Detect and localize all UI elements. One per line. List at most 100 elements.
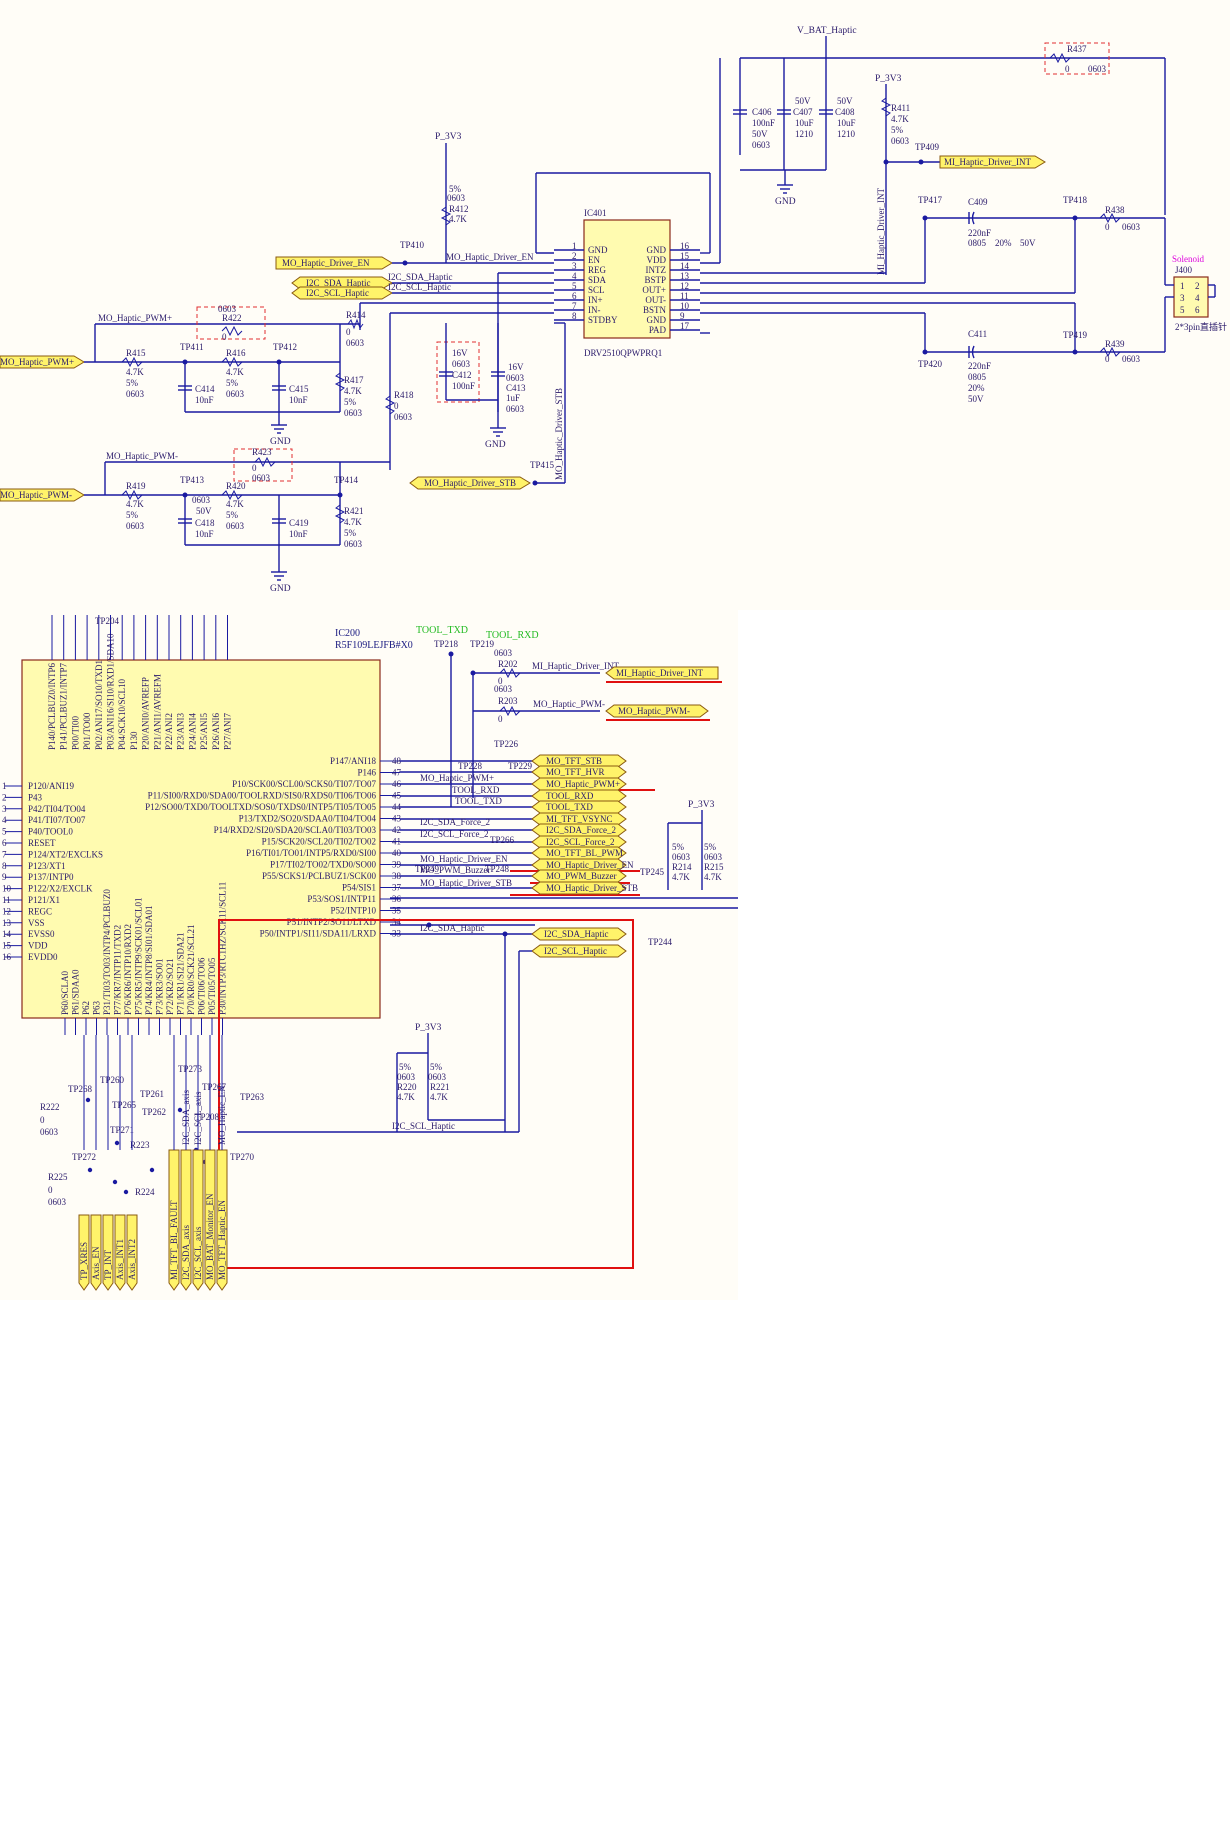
ic200-pin-name: P72/KR2/SO21 <box>165 958 175 1015</box>
ic200-pin-name: P123/XT1 <box>28 861 66 871</box>
svg-text:0603: 0603 <box>506 404 525 414</box>
port-mi-haptic-int-mid[interactable]: MI_Haptic_Driver_INT <box>605 666 719 680</box>
ic200-pin-name: P00/TI00 <box>70 715 80 750</box>
port-i2c-scl-force-2[interactable]: I2C_SCL_Force_2 <box>531 835 627 849</box>
svg-text:MI_Haptic_Driver_INT: MI_Haptic_Driver_INT <box>876 188 886 275</box>
port-mo-pwm-buzzer[interactable]: MO_PWM_Buzzer <box>531 869 627 883</box>
svg-text:0603: 0603 <box>344 539 363 549</box>
ic200-pin-name: P15/SCK20/SCL20/TI02/TO02 <box>262 837 376 847</box>
ic200-pin-num: 5 <box>2 827 7 837</box>
svg-text:TOOL_TXD: TOOL_TXD <box>546 802 593 812</box>
svg-text:0603: 0603 <box>494 648 513 658</box>
port-mi-tft-vsync[interactable]: MI_TFT_VSYNC <box>531 812 627 826</box>
mcu-right-ports[interactable]: MO_TFT_STBMO_TFT_HVRMO_Haptic_PWM+TOOL_R… <box>531 754 638 895</box>
port-mo-haptic-en-top[interactable]: MO_Haptic_Driver_EN <box>275 256 393 270</box>
svg-text:MO_Haptic_Driver_EN: MO_Haptic_Driver_EN <box>282 258 370 268</box>
ic401-pin-name: BSTN <box>643 305 667 315</box>
port-mo-bat-monitor-en[interactable]: MO_BAT_Monitor_EN <box>204 1149 216 1291</box>
ic200-pin-name: P30/INTP3/RTC1HZ/SCK11/SCL11 <box>218 882 228 1015</box>
port-mo-pwm-plus-left[interactable]: MO_Haptic_PWM+ <box>0 355 85 369</box>
ic200-pin-name: P14/RXD2/SI20/SDA20/SCLA0/TI03/TO03 <box>214 825 377 835</box>
svg-text:2: 2 <box>1195 281 1200 291</box>
ic401-ref: IC401 <box>584 208 607 218</box>
port-i2c-scl-axis[interactable]: I2C_SCL_axis <box>192 1149 204 1291</box>
ic200-pin-name: P73/KR3/SO01 <box>155 958 165 1015</box>
port-mo-tft-bl-pwm[interactable]: MO_TFT_BL_PWM <box>531 846 627 860</box>
ic200-pin-name: P25/ANI5 <box>199 712 209 750</box>
resistor-r222: R222 0 0603 <box>40 1102 60 1137</box>
svg-text:Axis_INT1: Axis_INT1 <box>115 1239 125 1280</box>
ic200-pin-name: P23/ANI3 <box>176 712 186 750</box>
port-tool-txd[interactable]: TOOL_TXD <box>531 800 627 814</box>
svg-text:R411: R411 <box>891 103 910 113</box>
ic401-pin-num: 13 <box>680 271 690 281</box>
resistor-r203: 0603 R203 0 <box>494 684 521 724</box>
ic200-pin-num: 9 <box>2 872 7 882</box>
port-axis-int1[interactable]: Axis_INT1 <box>114 1214 126 1291</box>
port-i2c-scl-haptic-mid[interactable]: I2C_SCL_Haptic <box>531 944 627 958</box>
port-i2c-sda-force-2[interactable]: I2C_SDA_Force_2 <box>531 823 627 837</box>
ic200-pin-num: 12 <box>2 906 11 916</box>
svg-text:20%: 20% <box>995 238 1012 248</box>
svg-text:0603: 0603 <box>126 389 145 399</box>
svg-text:0: 0 <box>222 332 227 342</box>
port-i2c-sda-axis[interactable]: I2C_SDA_axis <box>180 1149 192 1291</box>
port-i2c-scl-top[interactable]: I2C_SCL_Haptic <box>291 286 393 300</box>
wire-label: MO_Haptic_Driver_EN <box>420 854 508 864</box>
ic200-pin-num: 47 <box>392 768 402 778</box>
ic200-pin-name: P26/ANI6 <box>211 712 221 750</box>
ic200-pin-num: 16 <box>2 952 12 962</box>
ic200-pin-name: P21/ANI1/AVREFM <box>152 674 162 750</box>
svg-text:1210: 1210 <box>837 129 856 139</box>
port-mo-haptic-pwm-[interactable]: MO_Haptic_PWM+ <box>531 777 627 791</box>
port-mo-pwm-minus-left[interactable]: MO_Haptic_PWM- <box>0 488 85 502</box>
ic200-pin-name: P05/TI05/TO05 <box>207 957 217 1015</box>
port-mi-haptic-int-top[interactable]: MI_Haptic_Driver_INT <box>939 155 1046 169</box>
svg-text:R214: R214 <box>672 862 692 872</box>
svg-text:220nF: 220nF <box>968 361 991 371</box>
ic200-pin-name: P62 <box>81 1001 91 1015</box>
ic200-pin-name: P42/TI04/TO04 <box>28 804 86 814</box>
svg-text:MO_Haptic_PWM-: MO_Haptic_PWM- <box>533 699 605 709</box>
port-i2c-sda-haptic-mid[interactable]: I2C_SDA_Haptic <box>531 927 627 941</box>
tp229: TP229 <box>508 761 533 771</box>
resistor-r421: R421 4.7K 5% 0603 <box>334 504 364 549</box>
svg-text:0603: 0603 <box>346 338 365 348</box>
port-mi-tft-bl-fault[interactable]: MI_TFT_BL_FAULT <box>168 1149 180 1291</box>
svg-text:Solenoid: Solenoid <box>1172 254 1205 264</box>
svg-text:MO_Haptic_Driver_STB: MO_Haptic_Driver_STB <box>546 883 638 893</box>
port-tp-xres[interactable]: TP_XRES <box>78 1214 90 1291</box>
resistor-r420: R420 4.7K 5% 0603 <box>221 481 246 531</box>
port-tool-rxd[interactable]: TOOL_RXD <box>531 789 627 803</box>
svg-text:4.7K: 4.7K <box>430 1092 448 1102</box>
port-axis-en[interactable]: Axis_EN <box>90 1214 102 1291</box>
svg-text:100nF: 100nF <box>752 118 775 128</box>
ic200-pin-name: P77/KR7/INTP11/TXD2 <box>113 925 123 1015</box>
svg-text:4.7K: 4.7K <box>226 367 244 377</box>
port-mo-tft-haptic-en[interactable]: MO_TFT_Haptic_EN <box>216 1149 228 1291</box>
bottom-tp-label: TP268 <box>68 1084 93 1094</box>
svg-text:I2C_SDA_Haptic: I2C_SDA_Haptic <box>388 272 453 282</box>
cap-c409: C409 220nF 0805 20% 50V <box>968 197 1036 248</box>
port-mo-haptic-driver-en[interactable]: MO_Haptic_Driver_EN <box>531 858 634 872</box>
port-tp-int[interactable]: TP_INT <box>102 1214 114 1291</box>
port-axis-int2[interactable]: Axis_INT2 <box>126 1214 138 1291</box>
tp411: TP411 <box>180 342 204 352</box>
ic200-pin-name: P75/KR5/INTP9/SCK01/SCL01 <box>134 897 144 1015</box>
svg-text:I2C_SDA_Haptic: I2C_SDA_Haptic <box>544 929 609 939</box>
port-mo-haptic-driver-stb[interactable]: MO_Haptic_Driver_STB <box>531 881 638 895</box>
resistor-r438: R438 0 0603 <box>1099 205 1141 232</box>
port-mo-tft-hvr[interactable]: MO_TFT_HVR <box>531 765 627 779</box>
port-mo-stb-top[interactable]: MO_Haptic_Driver_STB <box>409 476 531 490</box>
port-mo-tft-stb[interactable]: MO_TFT_STB <box>531 754 627 768</box>
svg-text:0603: 0603 <box>1122 354 1141 364</box>
svg-text:220nF: 220nF <box>968 228 991 238</box>
svg-text:0603: 0603 <box>1122 222 1141 232</box>
ic401-pin-name: SCL <box>588 285 605 295</box>
port-mo-haptic-pwm-minus-mid[interactable]: MO_Haptic_PWM- <box>605 704 709 718</box>
svg-text:0603: 0603 <box>506 373 525 383</box>
